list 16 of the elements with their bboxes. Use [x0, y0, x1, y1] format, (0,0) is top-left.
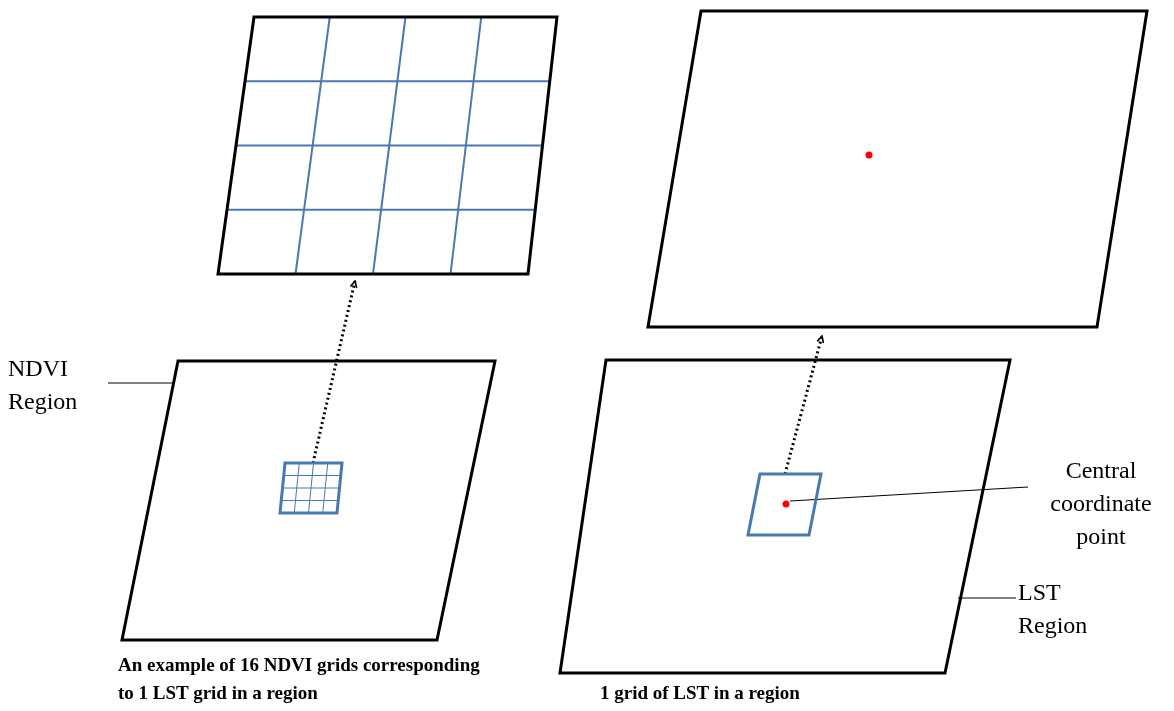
region-label: NDVI Region — [8, 352, 104, 422]
region-parallelogram — [122, 361, 495, 640]
region-label: LST Region — [1018, 576, 1118, 646]
grid-cell-parallelogram — [280, 463, 342, 513]
region-label: Central coordinate point — [1030, 454, 1172, 566]
region-parallelogram — [218, 17, 557, 274]
region-parallelogram — [560, 360, 1010, 673]
coordinate-dot — [782, 500, 790, 508]
dotted-arrow — [311, 280, 358, 464]
leader-line — [957, 597, 1017, 599]
region-parallelogram — [648, 11, 1147, 327]
grid-cell-parallelogram — [748, 474, 821, 535]
dotted-arrow — [783, 335, 825, 475]
caption: An example of 16 NDVI grids corresponding to 1 LST grid in a region — [118, 653, 481, 705]
leader-line — [789, 486, 1029, 502]
caption: 1 grid of LST in a region — [600, 681, 801, 705]
